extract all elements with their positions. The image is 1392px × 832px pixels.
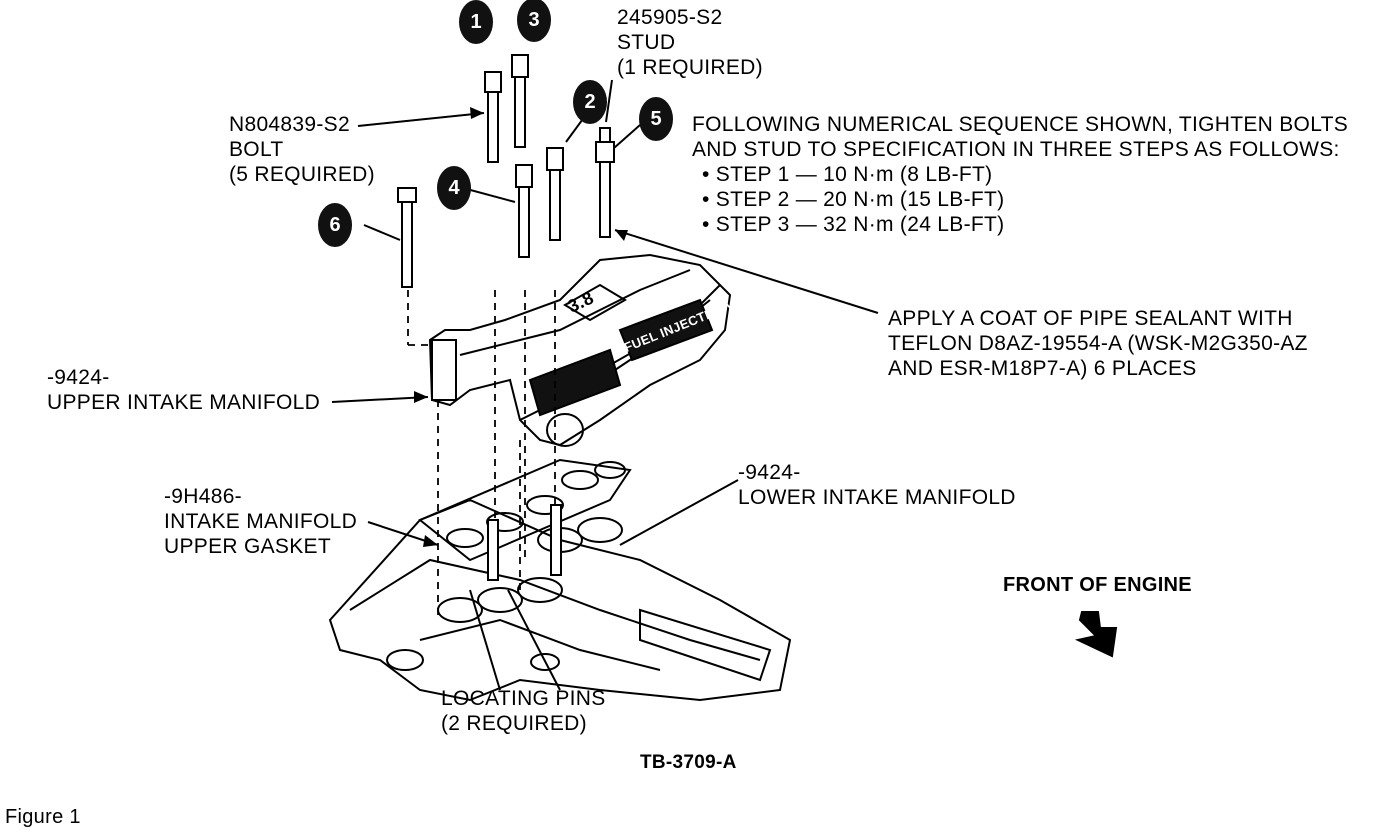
front-of-engine-label: FRONT OF ENGINE bbox=[1003, 574, 1192, 596]
sealant-line-3: AND ESR-M18P7-A) 6 PLACES bbox=[888, 357, 1197, 380]
bolts bbox=[397, 54, 615, 288]
upper-manifold-callout: -9424- UPPER INTAKE MANIFOLD bbox=[47, 365, 320, 415]
bolt-callout: N804839-S2 BOLT (5 REQUIRED) bbox=[229, 112, 375, 187]
instructions-line-1: FOLLOWING NUMERICAL SEQUENCE SHOWN, TIGH… bbox=[692, 113, 1349, 136]
lower-manifold-callout: -9424- LOWER INTAKE MANIFOLD bbox=[738, 460, 1016, 510]
gasket-name-line-2: UPPER GASKET bbox=[164, 535, 331, 558]
gasket-name-line-1: INTAKE MANIFOLD bbox=[164, 510, 358, 533]
diagram-code: TB-3709-A bbox=[640, 752, 737, 773]
bolt-part-number: N804839-S2 bbox=[229, 113, 350, 136]
upper-gasket bbox=[418, 458, 632, 562]
bolt-qty: (5 REQUIRED) bbox=[229, 163, 375, 186]
step-item-1: • STEP 1 — 10 N·m (8 LB-FT) bbox=[702, 163, 993, 186]
locating-pins-name: LOCATING PINS bbox=[441, 687, 606, 710]
sealant-line-2: TEFLON D8AZ-19554-A (WSK-M2G350-AZ bbox=[888, 332, 1308, 355]
sequence-badge-5: 5 bbox=[639, 97, 673, 141]
sealant-note: APPLY A COAT OF PIPE SEALANT WITH TEFLON… bbox=[888, 306, 1308, 381]
step-item-2: • STEP 2 — 20 N·m (15 LB-FT) bbox=[702, 188, 1005, 211]
instructions-line-2: AND STUD TO SPECIFICATION IN THREE STEPS… bbox=[692, 138, 1340, 161]
sealant-line-1: APPLY A COAT OF PIPE SEALANT WITH bbox=[888, 307, 1293, 330]
figure-caption: Figure 1 bbox=[5, 806, 81, 828]
stud-name: STUD bbox=[617, 31, 676, 54]
sequence-badge-2: 2 bbox=[573, 80, 607, 124]
locating-pins-callout: LOCATING PINS (2 REQUIRED) bbox=[441, 686, 606, 736]
front-of-engine-arrow bbox=[1074, 611, 1118, 658]
sequence-badge-1: 1 bbox=[459, 0, 493, 44]
sequence-badge-6: 6 bbox=[318, 203, 352, 247]
upper-manifold-part-number: -9424- bbox=[47, 366, 110, 389]
step-list: • STEP 1 — 10 N·m (8 LB-FT) • STEP 2 — 2… bbox=[692, 162, 1348, 237]
arrowheads bbox=[414, 107, 628, 547]
bolt-name: BOLT bbox=[229, 138, 284, 161]
lower-manifold-name: LOWER INTAKE MANIFOLD bbox=[738, 486, 1016, 509]
stud-qty: (1 REQUIRED) bbox=[617, 56, 763, 79]
upper-manifold-name: UPPER INTAKE MANIFOLD bbox=[47, 391, 321, 414]
tightening-instructions: FOLLOWING NUMERICAL SEQUENCE SHOWN, TIGH… bbox=[692, 112, 1348, 237]
locating-pins-qty: (2 REQUIRED) bbox=[441, 712, 587, 735]
gasket-part-number: -9H486- bbox=[164, 485, 242, 508]
stud-part-number: 245905-S2 bbox=[617, 6, 723, 29]
gasket-callout: -9H486- INTAKE MANIFOLD UPPER GASKET bbox=[164, 484, 357, 559]
sequence-badge-3: 3 bbox=[517, 0, 551, 42]
step-item-3: • STEP 3 — 32 N·m (24 LB-FT) bbox=[702, 213, 1005, 236]
stud-callout: 245905-S2 STUD (1 REQUIRED) bbox=[617, 5, 763, 80]
sequence-badge-4: 4 bbox=[437, 166, 471, 210]
upper-manifold bbox=[428, 253, 732, 447]
engine-block bbox=[328, 498, 792, 702]
lower-manifold-part-number: -9424- bbox=[738, 461, 801, 484]
